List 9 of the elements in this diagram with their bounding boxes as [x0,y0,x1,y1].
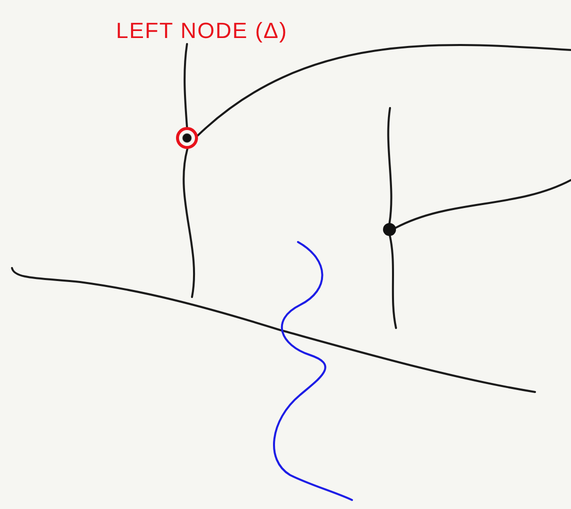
line [394,179,571,229]
line [196,44,571,137]
line [388,234,397,329]
leader-line [184,43,188,128]
line [182,148,196,298]
circled-node [176,127,198,149]
node-label: LEFT NODE (Δ) [116,18,288,44]
node-dot [383,223,396,236]
line [387,107,392,224]
